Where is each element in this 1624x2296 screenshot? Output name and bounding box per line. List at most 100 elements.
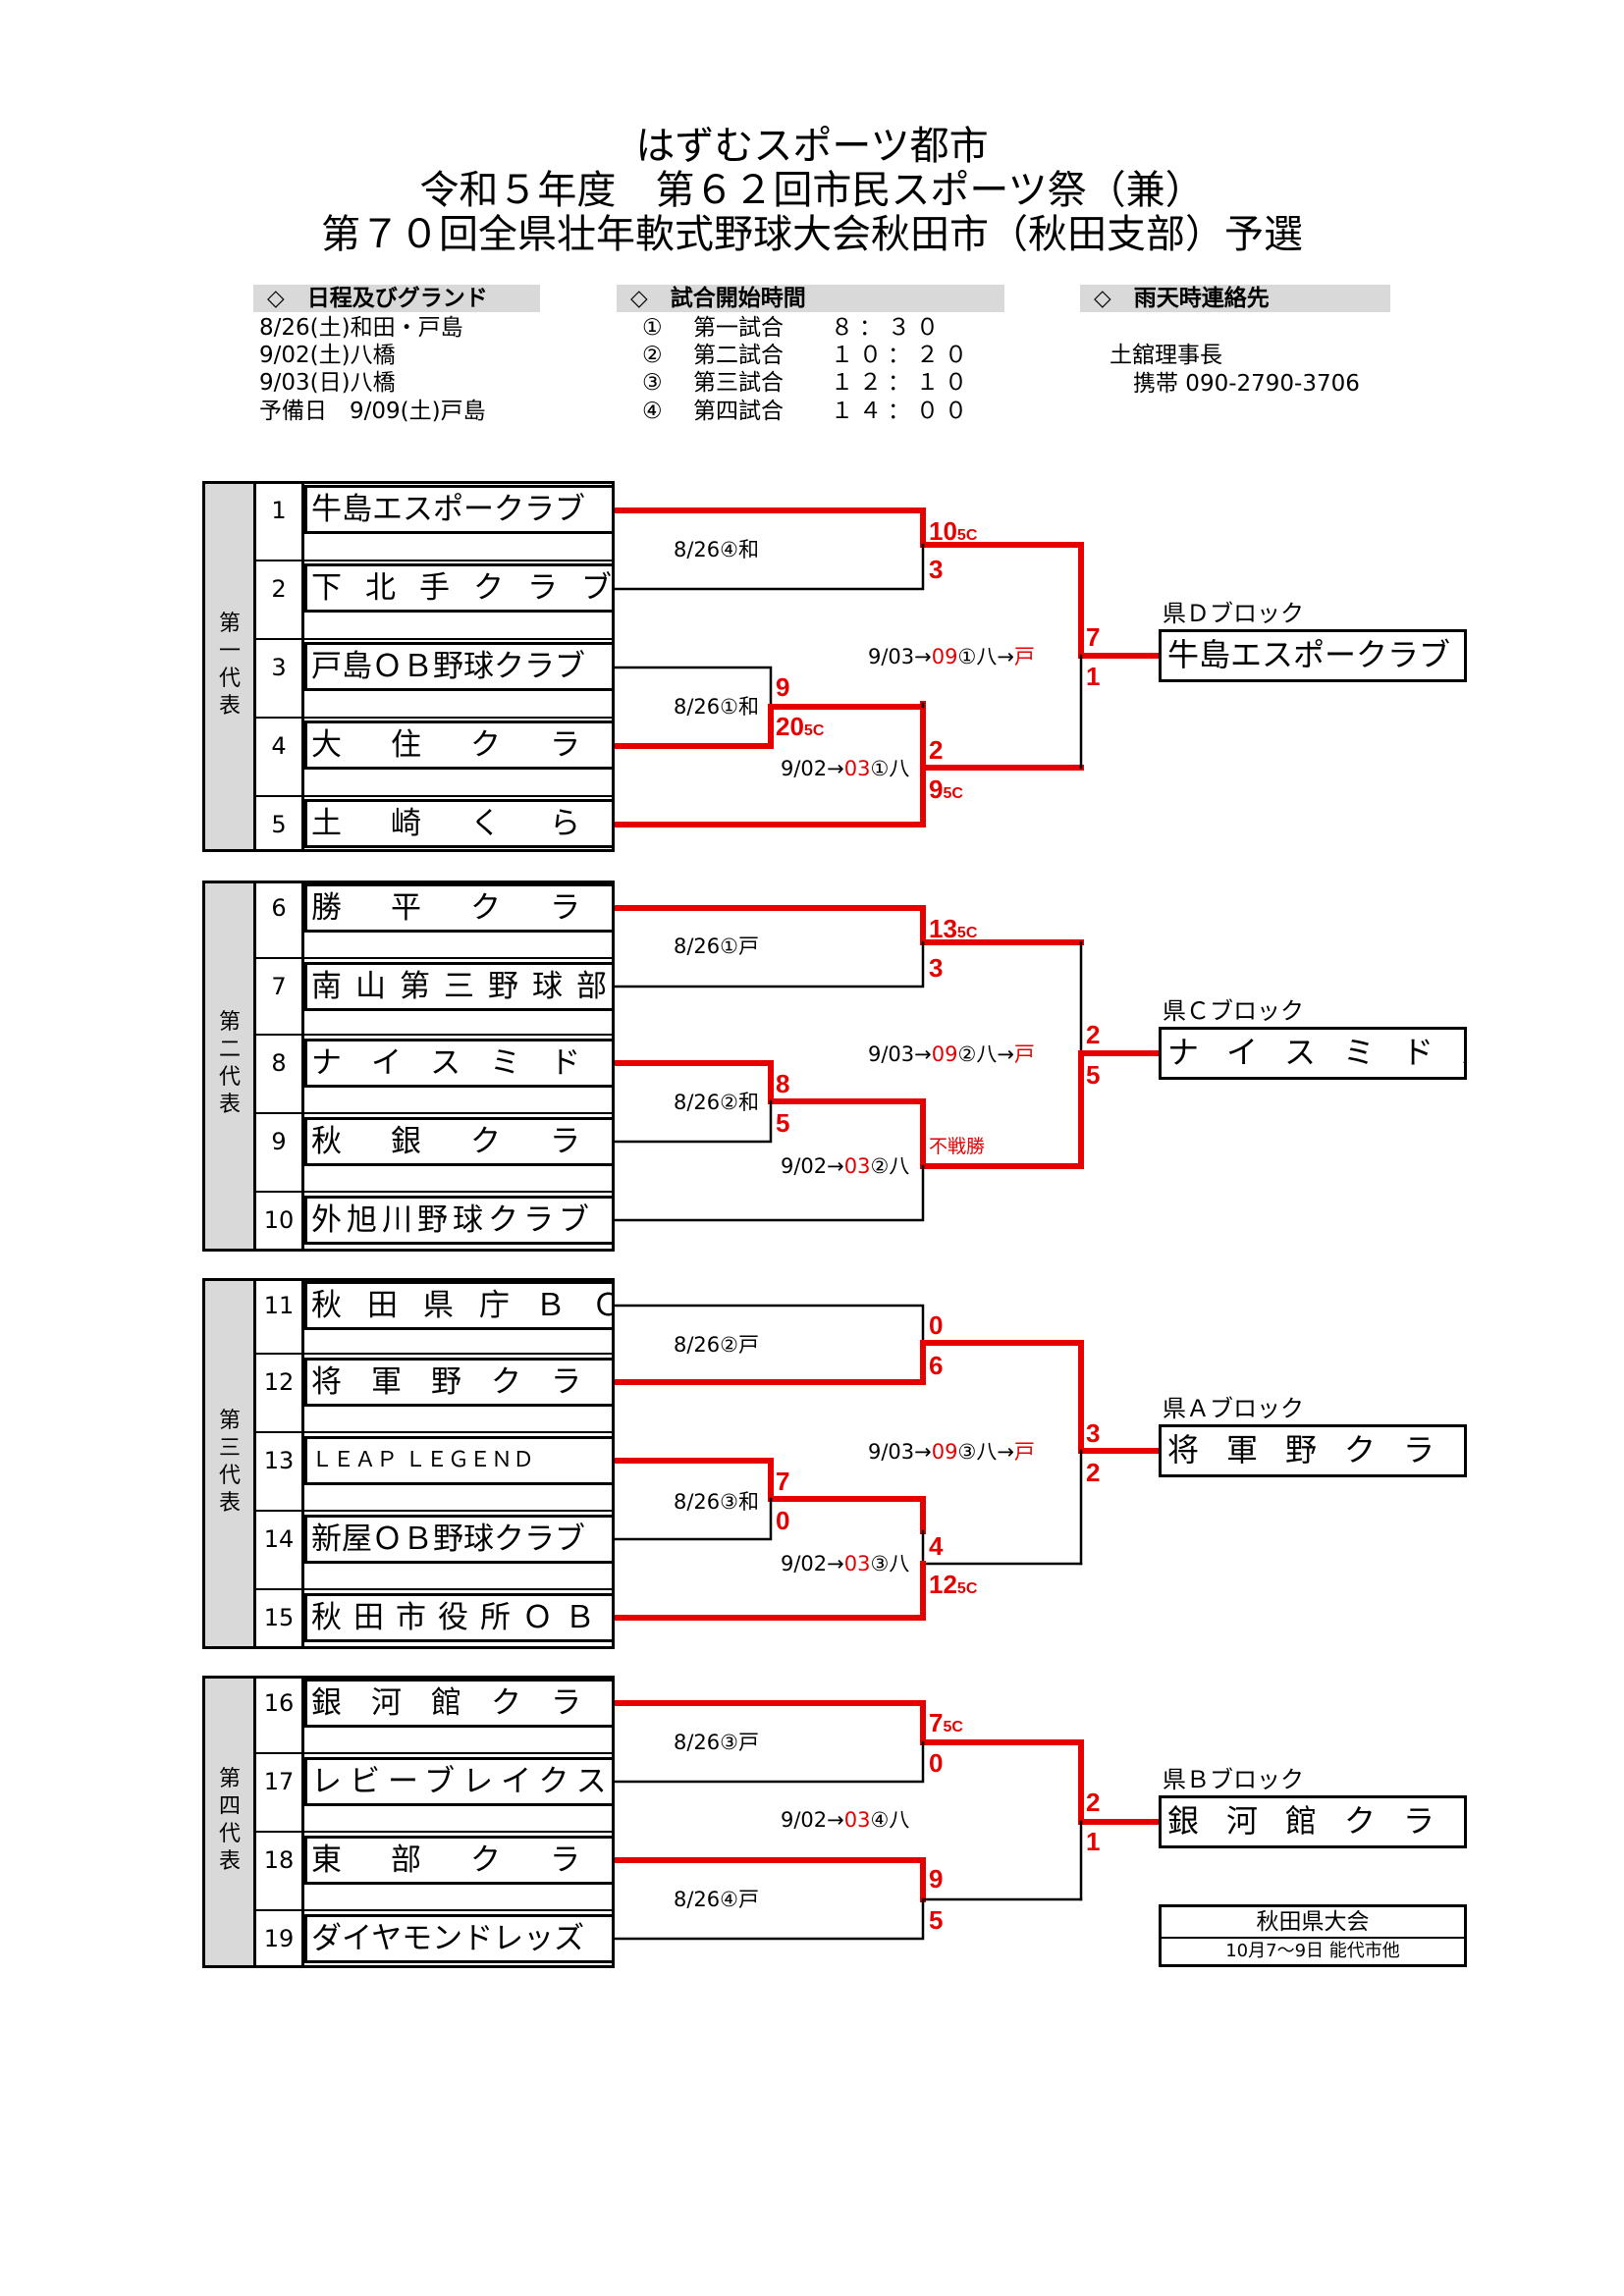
rain-contact-name: 土舘理事長 [1110,343,1222,368]
row-divider [253,1034,615,1036]
match-info: 8/26②戸 [674,1333,759,1357]
game-time: ８：３０ [831,315,945,341]
row-divider [253,1831,615,1833]
forfeit-win-note: 不戦勝 [929,1136,986,1157]
team-name: 東部クラブ [304,1836,615,1885]
team-name: 秋田市役所ＯＢ [304,1593,615,1642]
score: 2 [1086,1020,1101,1049]
block-label: 第四代表 [218,1767,241,1874]
score: 8 [776,1069,790,1098]
team-name: 将軍野クラブ [304,1358,615,1407]
seed-number: 6 [271,894,287,922]
seed-number-column [253,481,304,852]
prefectural-tournament-box: 秋田県大会 10月7～9日 能代市他 [1159,1904,1467,1967]
seed-number-column [253,1676,304,1968]
score: 0 [929,1748,944,1778]
score: 95C [929,774,963,804]
match-info: 8/26③戸 [674,1731,759,1754]
team-name: 土崎くらぶ [304,799,615,848]
row-divider [253,1752,615,1754]
row-divider [253,717,615,719]
row-divider [253,1510,615,1512]
game-time: １０：２０ [831,343,973,368]
team-name: レビーブレイクス [304,1757,615,1806]
score: 5 [1086,1060,1101,1090]
seed-number: 12 [263,1368,295,1396]
team-name: ナイスミドル [304,1039,615,1088]
seed-number: 11 [263,1292,295,1319]
pref-block-label: 県Ｂブロック [1163,1766,1304,1793]
team-name: 秋銀クラブ [304,1117,615,1166]
team-name: 大住クラブ [304,721,615,770]
team-name: 戸島ＯＢ野球クラブ [304,642,615,691]
match-info: 9/03→09①八→戸 [868,645,1035,668]
match-info: 9/02→03①八 [781,757,910,780]
row-divider [253,1353,615,1355]
score: 2 [1086,1788,1101,1817]
seed-number: 4 [271,732,287,760]
block-winner: 銀河館クラブ [1159,1795,1467,1848]
block-winner: 将軍野クラブ [1159,1424,1467,1477]
match-info: 8/26④和 [674,538,759,561]
row-divider [253,1431,615,1433]
score: 1 [1086,1827,1101,1856]
row-divider [253,638,615,640]
match-info: 9/02→03④八 [781,1808,910,1832]
game-time: １４：００ [831,399,973,424]
block-label-band [202,881,256,1252]
team-name: 勝平クラブ [304,883,615,933]
score: 9 [776,672,790,702]
title-line-2: 令和５年度 第６２回市民スポーツ祭（兼） [419,168,1205,213]
score: 2 [929,735,944,765]
seed-number: 8 [271,1049,287,1077]
match-info: 8/26①戸 [674,934,759,958]
match-info: 8/26①和 [674,695,759,719]
seed-number: 19 [263,1925,295,1952]
score: 0 [929,1310,944,1340]
seed-number: 17 [263,1768,295,1795]
seed-number: 14 [263,1525,295,1553]
schedule-line: 予備日 9/09(土)戸島 [259,399,486,424]
score: 75C [929,1708,963,1737]
prefectural-title: 秋田県大会 [1162,1907,1464,1939]
score: 6 [929,1351,944,1380]
game-mark: ③ [642,370,663,396]
team-name: ダイヤモンドレッズ [304,1914,615,1963]
score: 125C [929,1570,978,1599]
rain-contact-phone: 携帯 090-2790-3706 [1133,371,1360,397]
match-info: 9/03→09③八→戸 [868,1440,1035,1464]
team-name: 外旭川野球クラブ [304,1196,615,1245]
game-name: 第一試合 [693,315,784,341]
seed-number: 10 [263,1206,295,1234]
score: 2 [1086,1458,1101,1487]
prefectural-detail: 10月7～9日 能代市他 [1225,1941,1400,1961]
team-name: 牛島エスポークラブ [304,485,615,534]
schedule-header: ◇ 日程及びグランド [253,285,540,312]
row-divider [253,795,615,797]
score: 105C [929,516,978,546]
team-name: 秋田県庁ＢＣ [304,1281,615,1330]
title-line-3: 第７０回全県壮年軟式野球大会秋田市（秋田支部）予選 [321,212,1303,257]
schedule-line: 9/03(日)八橋 [259,370,396,396]
seed-number: 9 [271,1128,287,1155]
row-divider [253,560,615,561]
row-divider [253,1909,615,1911]
game-mark: ② [642,343,663,368]
game-name: 第二試合 [693,343,784,368]
score: 135C [929,914,978,943]
title-line-1: はずむスポーツ都市 [635,124,989,169]
seed-number: 15 [263,1604,295,1631]
seed-number: 16 [263,1689,295,1717]
score: 205C [776,712,825,741]
score: 7 [776,1467,790,1496]
block-label: 第一代表 [218,612,241,719]
block-label: 第三代表 [218,1409,241,1516]
score: 4 [929,1531,944,1561]
score: 5 [929,1905,944,1935]
match-info: 9/02→03②八 [781,1154,910,1178]
score: 9 [929,1864,944,1894]
match-info: 8/26②和 [674,1091,759,1114]
seed-number: 7 [271,973,287,1000]
